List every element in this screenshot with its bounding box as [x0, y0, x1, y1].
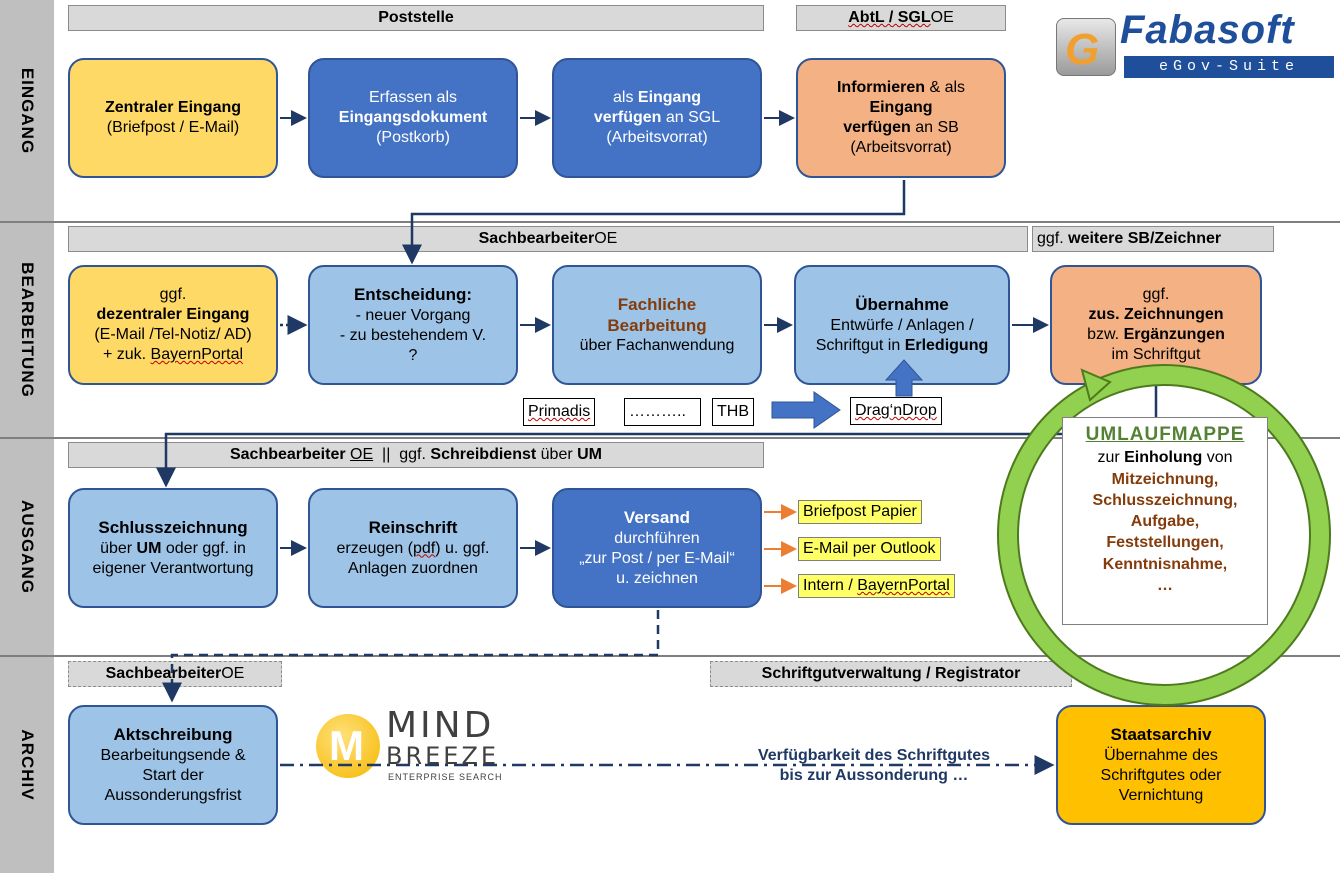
fabasoft-logo-text: Fabasoft	[1120, 8, 1295, 52]
arrow-to-entscheidung	[402, 180, 906, 265]
header-poststelle: Poststelle	[68, 5, 764, 31]
umlauf-ring-arrowhead	[1080, 368, 1112, 402]
eingang-sgl-box: als Eingang verfügen an SGL (Arbeitsvorr…	[552, 58, 762, 178]
schlusszeichnung-box: Schlusszeichnung über UM oder ggf. in ei…	[68, 488, 278, 608]
mindbreeze-mind-text: MIND	[386, 705, 495, 746]
lane-divider	[0, 655, 1340, 657]
umlaufmappe-subtitle: zur Einholung von	[1097, 449, 1233, 467]
entscheidung-box: Entscheidung:- neuer Vorgang- zu bestehe…	[308, 265, 518, 385]
output-intern: Intern / BayernPortal	[798, 574, 955, 598]
fabasoft-logo-icon: G	[1056, 18, 1116, 76]
umlauf-item: Kenntnisnahme,	[1102, 555, 1228, 573]
lane-divider	[0, 437, 1340, 439]
umlauf-item: Schlusszeichnung,	[1092, 491, 1238, 509]
header-ausgang: Sachbearbeiter OE || ggf. Schreibdienst …	[68, 442, 764, 468]
arrow-to-schlusszeichnung	[156, 385, 1158, 488]
tag-primadis: Primadis	[523, 398, 596, 426]
big-arrow-right	[771, 391, 841, 429]
header-weitere-sb: ggf. weitere SB/Zeichner	[1032, 226, 1274, 252]
arrow-to-archiv	[162, 610, 660, 703]
reinschrift-box: Reinschrift erzeugen (pdf) u. ggf. Anlag…	[308, 488, 518, 608]
tag-dragndrop: Drag‘nDrop	[850, 397, 942, 425]
header-sachbearbeiter: Sachbearbeiter OE	[68, 226, 1028, 252]
dezentraler-eingang-box: ggf.dezentraler Eingang(E-Mail /Tel-Noti…	[68, 265, 278, 385]
umlaufmappe-box: UMLAUFMAPPE zur Einholung von Mitzeichnu…	[1062, 417, 1268, 625]
output-email: E-Mail per Outlook	[798, 537, 941, 561]
lane-label-archiv: ARCHIV	[0, 656, 54, 873]
header-registrator: Schriftgutverwaltung / Registrator	[710, 661, 1072, 687]
informieren-box: Informieren & als Eingang verfügen an SB…	[796, 58, 1006, 178]
header-abtl: AbtL / SGL OE	[796, 5, 1006, 31]
umlauf-item: Aufgabe,	[1130, 513, 1200, 531]
output-briefpost: Briefpost Papier	[798, 500, 922, 524]
umlauf-item: …	[1157, 576, 1173, 594]
umlauf-item: Mitzeichnung,	[1111, 470, 1219, 488]
zentraler-eingang-box: Zentraler Eingang(Briefpost / E-Mail)	[68, 58, 278, 178]
umlaufmappe-title: UMLAUFMAPPE	[1085, 424, 1245, 445]
mindbreeze-enterprise-text: ENTERPRISE SEARCH	[388, 772, 503, 782]
tag-thb: THB	[712, 398, 754, 426]
lane-divider	[0, 221, 1340, 223]
umlauf-item: Feststellungen,	[1106, 534, 1224, 552]
big-arrow-up	[884, 359, 924, 397]
lane-label-ausgang: AUSGANG	[0, 438, 54, 656]
lane-label-eingang: EINGANG	[0, 0, 54, 222]
mindbreeze-logo-icon: M	[316, 714, 380, 778]
umlauf-ring	[999, 366, 1329, 704]
tag-dots: ………..	[624, 398, 701, 426]
lane-label-bearbeitung: BEARBEITUNG	[0, 222, 54, 438]
egov-suite-label: eGov-Suite	[1124, 56, 1334, 78]
